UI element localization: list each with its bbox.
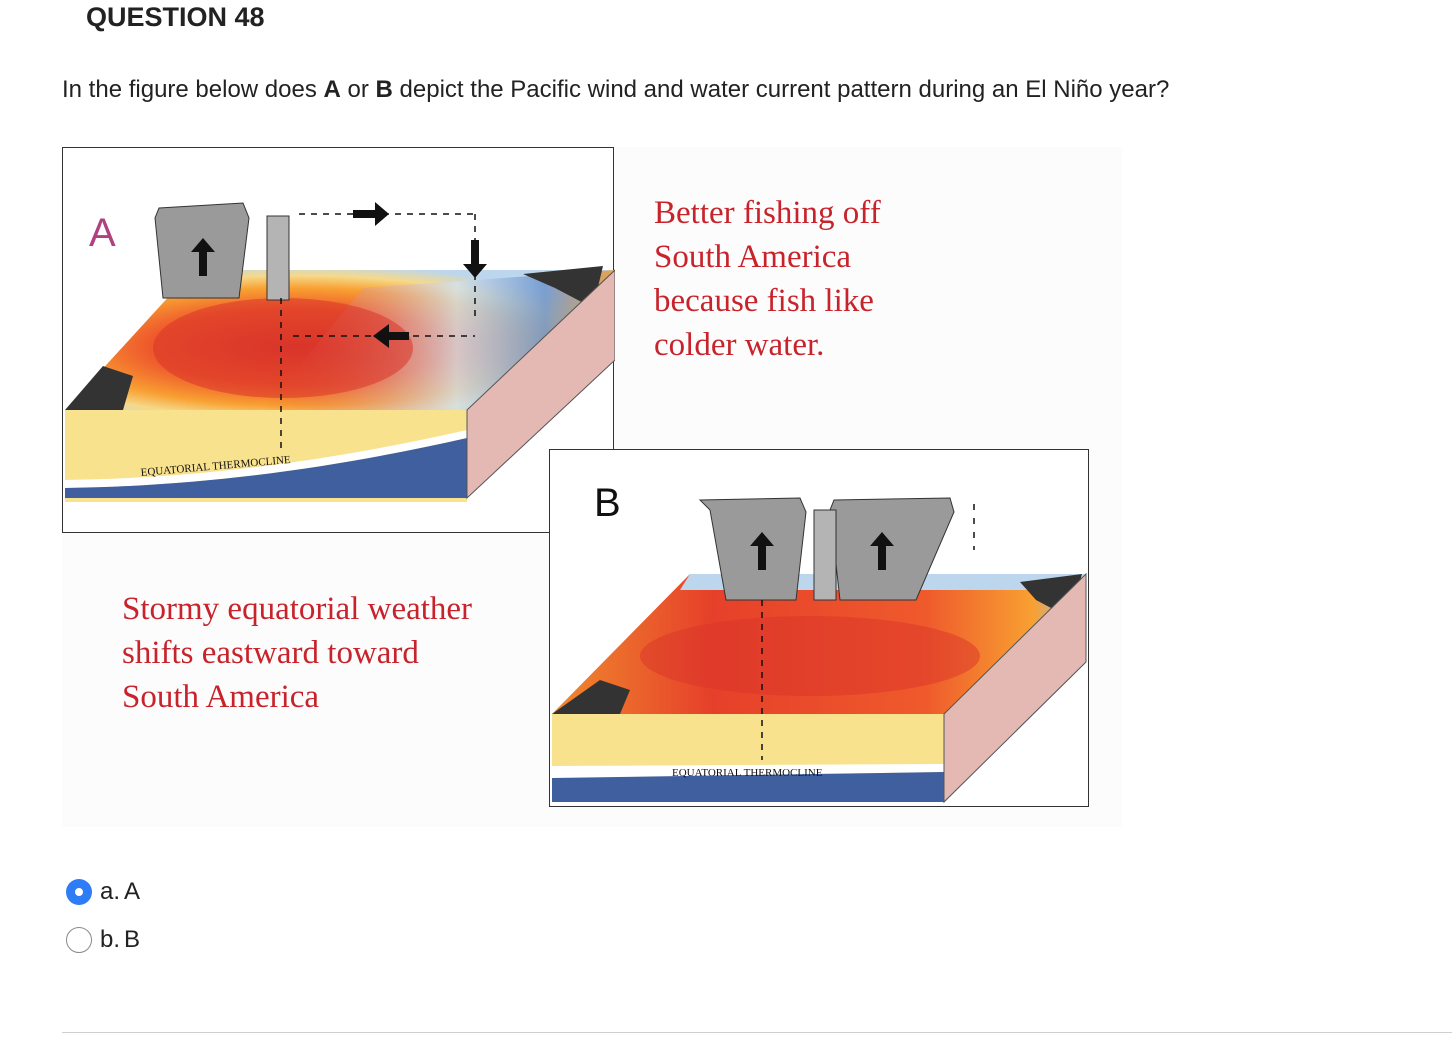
land-americas xyxy=(523,266,603,308)
option-text[interactable]: B xyxy=(124,926,141,953)
annotation-line: Better fishing off xyxy=(654,195,881,231)
option-letter: a. xyxy=(100,878,121,905)
deep-layer xyxy=(552,772,944,802)
land-asia xyxy=(552,680,630,714)
rising-air-arrow xyxy=(750,532,774,570)
land-asia xyxy=(65,366,133,410)
side-face xyxy=(466,269,615,500)
answer-options: a.A b.B xyxy=(66,868,140,964)
option-b[interactable]: b.B xyxy=(66,916,140,964)
annotation-line: Stormy equatorial weather xyxy=(122,591,473,627)
storm-cloud-column xyxy=(813,509,837,601)
option-text[interactable]: A xyxy=(124,878,141,905)
warm-pool xyxy=(153,298,413,398)
upper-layer xyxy=(552,714,944,774)
storm-cloud xyxy=(698,497,807,601)
sinking-air-arrow xyxy=(463,240,487,278)
panel-a: A EQUATORIAL THERMOCLINE xyxy=(62,147,615,533)
question-text-option-a: A xyxy=(323,76,341,103)
panel-b: B EQUATORIAL THERMOCLINE xyxy=(549,449,1089,807)
option-letter: b. xyxy=(100,926,121,953)
rising-air-arrow xyxy=(191,238,215,276)
annotation-line: South America xyxy=(654,239,852,275)
panel-a-diagram: A EQUATORIAL THERMOCLINE xyxy=(65,202,615,502)
annotation-better-fishing: Better fishing off South America because… xyxy=(654,191,954,367)
question-text: In the figure below does A or B depict t… xyxy=(62,76,1169,104)
el-nino-figure: A EQUATORIAL THERMOCLINE xyxy=(62,147,1122,827)
question-text-part: In the figure below does xyxy=(62,76,324,103)
panel-a-label: A xyxy=(89,211,116,255)
annotation-line: colder water. xyxy=(654,327,825,363)
question-text-option-b: B xyxy=(375,76,393,103)
rising-air-arrow xyxy=(870,532,894,570)
question-text-part: or xyxy=(340,76,376,103)
annotation-line: South America xyxy=(122,679,320,715)
divider xyxy=(62,1032,1452,1033)
question-text-part: depict the Pacific wind and water curren… xyxy=(392,76,1170,103)
side-face xyxy=(943,572,1087,804)
option-a[interactable]: a.A xyxy=(66,868,140,916)
storm-cloud-column xyxy=(266,215,290,301)
radio-button[interactable] xyxy=(66,927,92,953)
panel-b-diagram: B EQUATORIAL THERMOCLINE xyxy=(552,481,1087,804)
thermocline-label-b: EQUATORIAL THERMOCLINE xyxy=(672,767,823,779)
question-title: QUESTION 48 xyxy=(86,2,265,32)
panel-b-label: B xyxy=(594,481,621,525)
annotation-stormy-weather: Stormy equatorial weather shifts eastwar… xyxy=(122,587,542,719)
deep-layer xyxy=(65,438,467,498)
warm-pool xyxy=(640,616,980,696)
radio-button-selected[interactable] xyxy=(66,879,92,905)
annotation-line: shifts eastward toward xyxy=(122,635,419,671)
thermocline-line xyxy=(65,430,467,488)
annotation-line: because fish like xyxy=(654,283,874,319)
thermocline-line xyxy=(552,764,944,778)
